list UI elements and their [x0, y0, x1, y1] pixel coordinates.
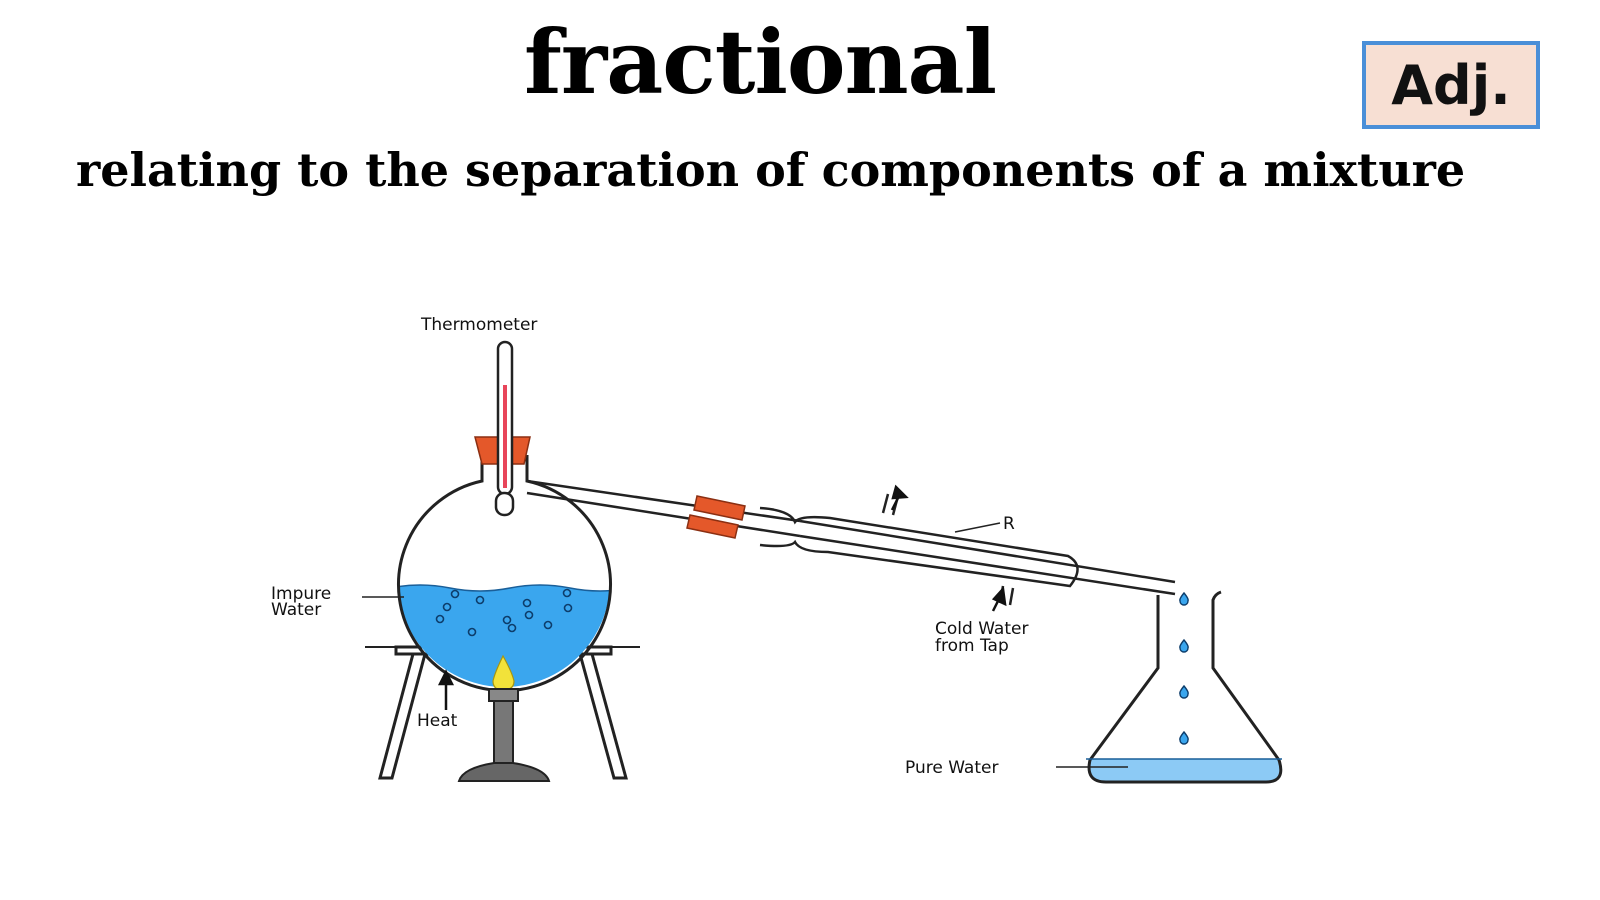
pure-water-label: Pure Water: [905, 758, 998, 778]
part-of-speech-badge: Adj.: [1362, 41, 1540, 129]
connector-stopper: [686, 495, 746, 539]
thermometer: [474, 340, 531, 517]
bunsen-burner: [457, 654, 551, 782]
heat-arrow: [437, 669, 455, 710]
r-label: R: [1003, 514, 1015, 534]
pure-water-liquid: [1089, 759, 1281, 782]
word-title: fractional: [523, 10, 997, 114]
water-flow-arrows: [890, 484, 1007, 612]
cold-water-label-line2: from Tap: [935, 636, 1009, 656]
definition-text: relating to the separation of components…: [76, 143, 1466, 197]
delivery-tube: [526, 479, 1176, 596]
bubbles: [435, 588, 573, 637]
impure-water-label-line2: Water: [271, 600, 321, 620]
heat-label: Heat: [417, 711, 458, 731]
label-leaders: [362, 522, 1128, 768]
condenser-jacket: [759, 493, 1079, 606]
impure-water-label-line1: Impure: [271, 584, 331, 604]
cold-water-label-line1: Cold Water: [935, 619, 1028, 639]
water-droplets: [1179, 591, 1189, 745]
conical-flask: [1086, 590, 1283, 784]
thermometer-label: Thermometer: [420, 315, 537, 335]
